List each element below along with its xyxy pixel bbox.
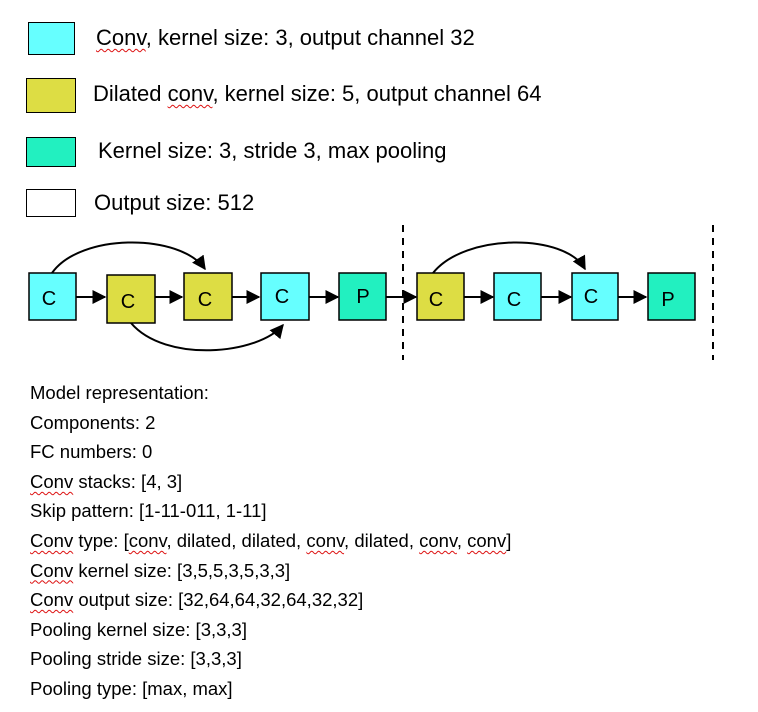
rep-pooling-kernel-size: Pooling kernel size: [3,3,3] [30,618,247,640]
dilated-swatch [26,78,76,113]
node-label: P [356,286,369,308]
node-label: C [507,289,521,311]
node-label: C [584,286,598,308]
architecture-diagram: C C C C P C C C P [28,225,714,360]
node-conv: C [571,272,619,321]
node-conv: C [493,272,542,321]
node-label: C [121,291,135,313]
output-swatch [26,189,76,217]
node-dilated-conv: C [416,272,465,321]
skip-connection-arrow [51,241,206,274]
skip-connection-arrow [432,241,586,274]
node-label: P [661,289,674,311]
node-max-pool: P [338,272,387,321]
legend-label-pool: Kernel size: 3, stride 3, max pooling [98,138,447,163]
node-conv: C [28,272,77,321]
rep-heading: Model representation: [30,382,209,403]
rep-pooling-stride-size: Pooling stride size: [3,3,3] [30,648,242,670]
node-label: C [429,289,443,311]
rep-conv-kernel-size: Conv kernel size: [3,5,5,3,5,3,3] [30,559,291,581]
rep-components: Components: 2 [30,411,156,433]
rep-conv-stacks: Conv stacks: [4, 3] [30,470,183,492]
rep-fc-numbers: FC numbers: 0 [30,441,153,463]
conv-swatch [28,22,75,55]
rep-skip-pattern: Skip pattern: [1-11-011, 1-11] [30,500,267,522]
rep-pooling-type: Pooling type: [max, max] [30,677,233,699]
node-label: C [42,288,56,310]
node-label: C [198,289,212,311]
legend-label-output: Output size: 512 [94,190,255,215]
model-representation: Model representation: Components: 2 FC n… [30,378,511,704]
node-label: C [275,286,289,308]
node-dilated-conv: C [106,274,156,324]
skip-connection-arrow [130,322,284,352]
pool-swatch [26,137,76,167]
node-dilated-conv: C [183,272,233,321]
node-max-pool: P [647,272,696,321]
rep-conv-type: Conv type: [conv, dilated, dilated, conv… [30,529,512,551]
rep-conv-output-size: Conv output size: [32,64,64,32,64,32,32] [30,589,364,611]
legend-label-dilated: Dilated conv, kernel size: 5, output cha… [93,81,542,106]
node-conv: C [260,272,310,321]
legend-label-conv: Conv, kernel size: 3, output channel 32 [96,25,475,50]
